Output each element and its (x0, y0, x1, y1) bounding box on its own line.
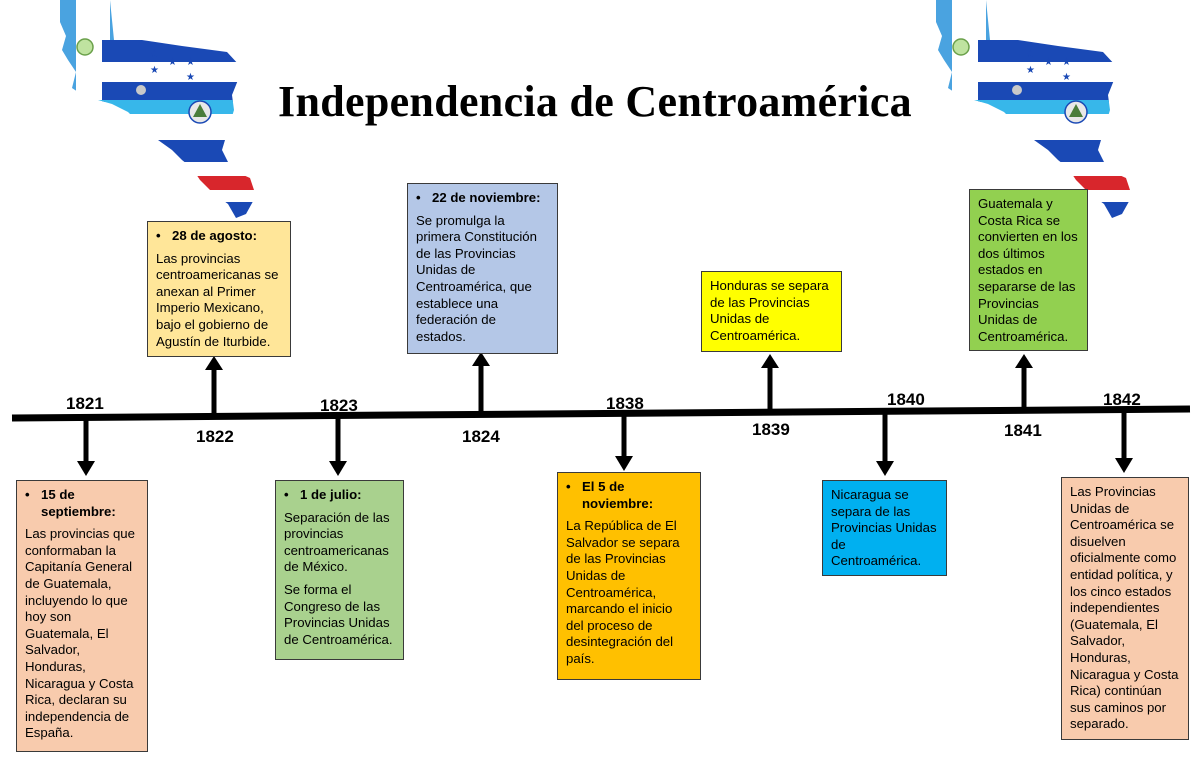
event-box-1824: •22 de noviembre: Se promulga la primera… (407, 183, 558, 354)
event-text: Las provincias centroamericanas se anexa… (156, 250, 279, 349)
arrow-up-icon (761, 354, 779, 413)
event-box-1841: Guatemala y Costa Rica se convierten en … (969, 189, 1088, 351)
event-text: Se promulga la primera Constitución de l… (416, 212, 537, 344)
event-text: Nicaragua se separa de las Provincias Un… (831, 487, 937, 569)
event-heading: •1 de julio: (284, 487, 362, 502)
arrow-down-icon (615, 414, 633, 471)
svg-text:★: ★ (1062, 72, 1071, 83)
year-label-1821: 1821 (66, 394, 104, 413)
event-text: Las Provincias Unidas de Centroamérica s… (1070, 484, 1179, 732)
year-label-1840: 1840 (887, 390, 925, 409)
event-text: Guatemala y Costa Rica se convierten en … (978, 196, 1078, 344)
event-box-1842: Las Provincias Unidas de Centroamérica s… (1061, 477, 1189, 740)
arrow-up-icon (1015, 354, 1033, 411)
arrow-down-icon (1115, 410, 1133, 473)
event-heading: •22 de noviembre: (416, 190, 541, 205)
year-label-1839: 1839 (752, 420, 790, 439)
event-heading: •15 de septiembre: (25, 487, 116, 519)
year-label-1841: 1841 (1004, 421, 1042, 440)
event-box-1839: Honduras se separa de las Provincias Uni… (701, 271, 842, 352)
event-box-1838: •El 5 de noviembre: La República de El S… (557, 472, 701, 680)
year-label-1822: 1822 (196, 427, 234, 446)
arrow-down-icon (329, 416, 347, 476)
svg-text:★: ★ (1062, 57, 1071, 68)
event-text: Las provincias que conformaban la Capita… (25, 526, 135, 741)
arrow-up-icon (472, 352, 490, 415)
event-box-1840: Nicaragua se separa de las Provincias Un… (822, 480, 947, 576)
page-title: Independencia de Centroamérica (278, 77, 912, 126)
svg-text:★: ★ (150, 49, 159, 60)
svg-text:★: ★ (186, 72, 195, 83)
svg-text:★: ★ (1026, 49, 1035, 60)
timeline-line (11, 405, 1191, 422)
event-text: Honduras se separa de las Provincias Uni… (710, 278, 829, 343)
event-heading: •28 de agosto: (156, 228, 258, 243)
arrow-down-icon (876, 412, 894, 476)
event-box-1822: •28 de agosto: Las provincias centroamer… (147, 221, 291, 357)
event-heading: •El 5 de noviembre: (566, 479, 654, 511)
svg-text:★: ★ (186, 57, 195, 68)
year-label-1842: 1842 (1103, 390, 1141, 409)
svg-text:★: ★ (1044, 57, 1053, 68)
arrow-up-icon (205, 356, 223, 417)
event-text-secondary: Se forma el Congreso de las Provincias U… (284, 581, 393, 647)
arrow-down-icon (77, 418, 95, 476)
svg-text:★: ★ (1026, 65, 1035, 76)
year-label-1823: 1823 (320, 396, 358, 415)
svg-text:★: ★ (150, 65, 159, 76)
year-label-1838: 1838 (606, 394, 644, 413)
event-box-1823: •1 de julio: Separación de las provincia… (275, 480, 404, 660)
event-text: La República de El Salvador se separa de… (566, 518, 680, 666)
central-america-flag-map-icon: ★ ★ ★ ★ ★ (60, 0, 256, 218)
event-text: Separación de las provincias centroameri… (284, 509, 390, 575)
svg-text:★: ★ (168, 57, 177, 68)
year-label-1824: 1824 (462, 427, 500, 446)
central-america-flag-map-icon: ★ ★ ★ ★ ★ (936, 0, 1132, 218)
event-box-1821: •15 de septiembre: Las provincias que co… (16, 480, 148, 752)
